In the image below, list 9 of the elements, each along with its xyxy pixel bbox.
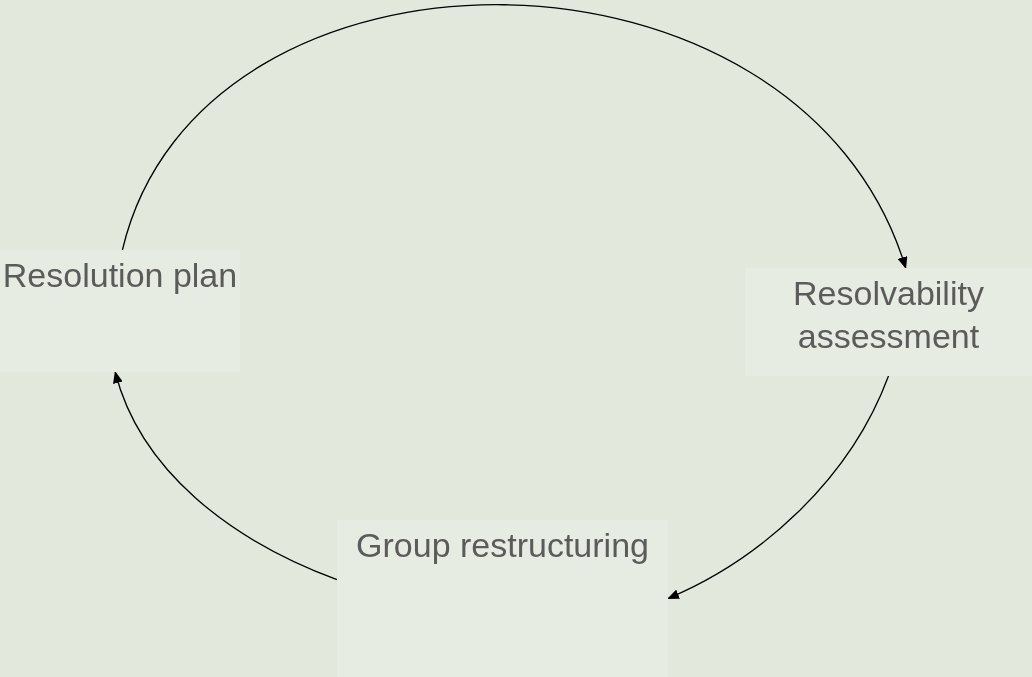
curved-arrow bbox=[667, 375, 890, 600]
step-box bbox=[745, 268, 1032, 376]
curved-arrow bbox=[121, 4, 907, 269]
step-label: Resolution plan bbox=[2, 255, 238, 296]
step-box bbox=[337, 520, 668, 677]
step-box bbox=[0, 250, 240, 372]
curved-arrow bbox=[113, 371, 338, 581]
step-label: Resolvability assessment bbox=[792, 273, 985, 357]
step-label: Group restructuring bbox=[356, 525, 649, 566]
